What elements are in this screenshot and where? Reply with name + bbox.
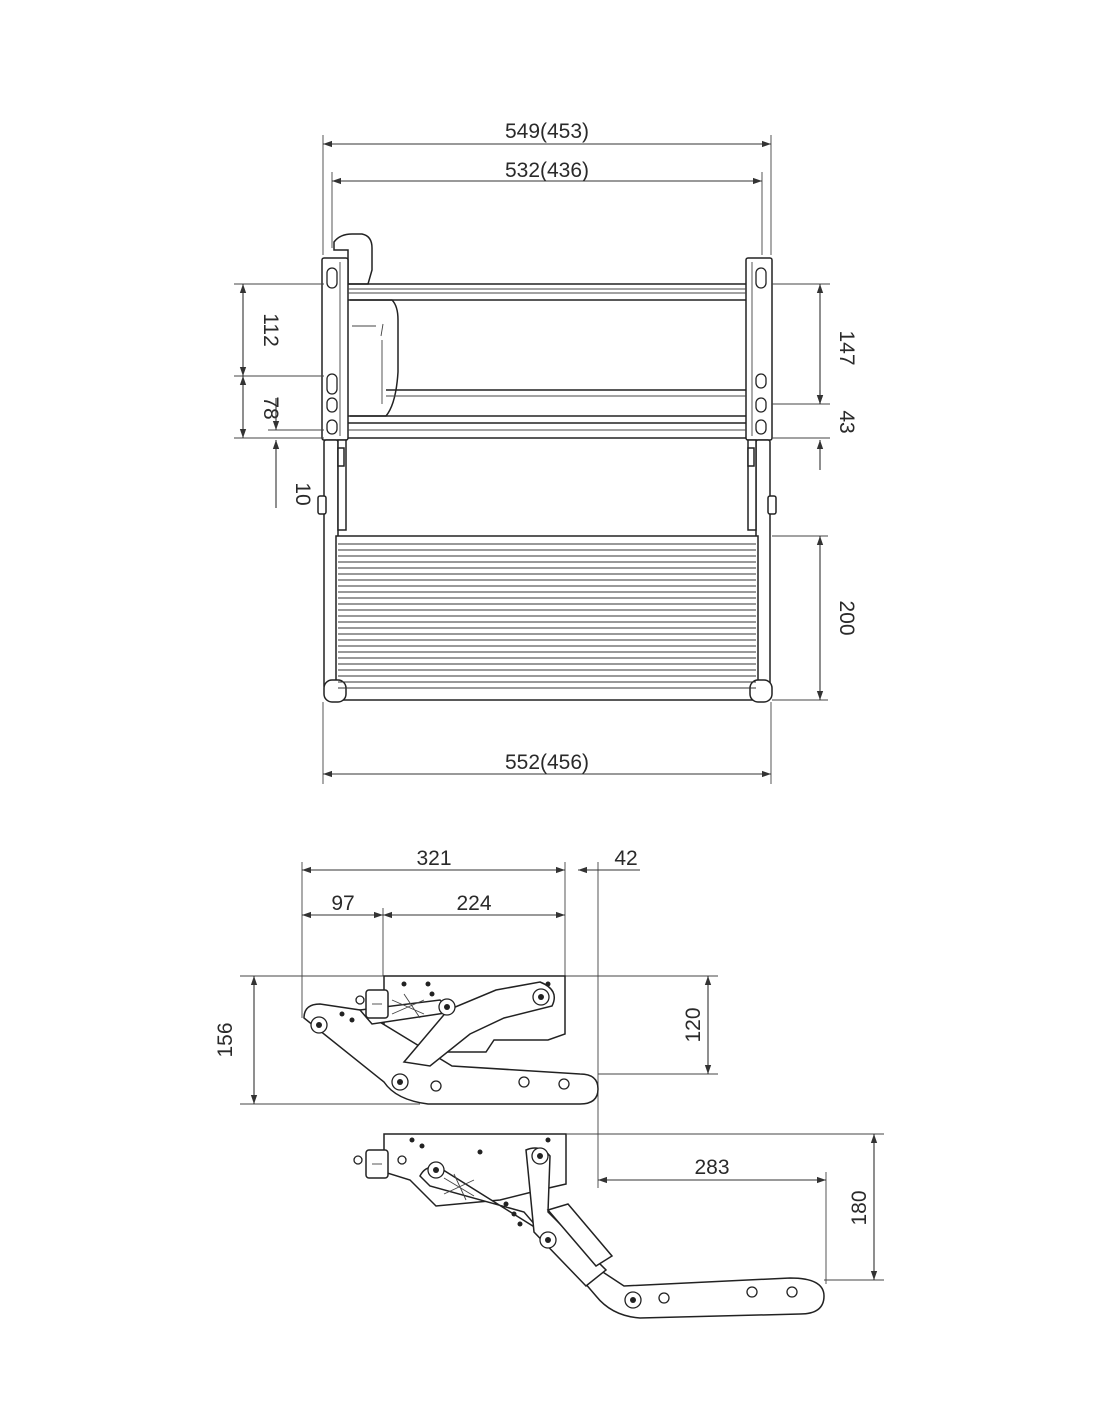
left-mounting-plate bbox=[321, 257, 349, 441]
label-tread-depth: 200 bbox=[835, 600, 858, 635]
label-left-spacing-upper: 112 bbox=[259, 313, 282, 346]
tread-step bbox=[323, 535, 773, 703]
label-offset-left: 97 bbox=[331, 892, 354, 915]
right-arm bbox=[747, 439, 777, 689]
dim-tread-depth: 200 bbox=[772, 535, 858, 701]
frame-rails bbox=[348, 283, 746, 439]
dim-retracted-length: 321 42 bbox=[301, 847, 640, 1188]
motor-housing bbox=[333, 233, 399, 417]
dim-overall-width-top: 549(453) bbox=[322, 120, 772, 255]
retracted-mechanism bbox=[303, 975, 599, 1105]
dim-split-lengths: 97 224 bbox=[302, 892, 565, 976]
label-extended-drop: 180 bbox=[848, 1190, 871, 1225]
label-retracted-height: 156 bbox=[214, 1022, 237, 1057]
dim-retracted-height: 156 bbox=[214, 975, 420, 1105]
label-left-spacing-lower: 78 bbox=[259, 396, 282, 419]
dim-extension-length: 283 bbox=[598, 1156, 827, 1284]
label-overall-width-bottom: 552(456) bbox=[505, 751, 589, 774]
dim-left-holes: 112 78 10 bbox=[234, 283, 324, 508]
label-mount-height: 120 bbox=[682, 1007, 705, 1042]
dim-right-holes: 147 43 bbox=[772, 283, 858, 470]
label-offset-right: 224 bbox=[456, 892, 491, 915]
label-overall-width-top: 549(453) bbox=[505, 120, 589, 143]
right-mounting-plate bbox=[745, 257, 773, 441]
label-right-spacing-lower: 43 bbox=[835, 410, 858, 433]
label-inner-width-top: 532(436) bbox=[505, 159, 589, 182]
label-extension-length: 283 bbox=[694, 1156, 729, 1179]
dim-extended-drop: 180 bbox=[566, 1133, 884, 1281]
dim-mount-height: 120 bbox=[565, 975, 718, 1075]
dim-inner-width-top: 532(436) bbox=[331, 159, 763, 255]
front-view: 549(453) 532(436) bbox=[234, 120, 858, 784]
label-right-spacing-upper: 147 bbox=[835, 330, 858, 365]
side-view: 321 42 97 224 156 120 bbox=[214, 847, 884, 1319]
dim-overall-width-bottom: 552(456) bbox=[322, 702, 772, 784]
tread-ribs bbox=[338, 543, 756, 689]
label-retracted-length: 321 bbox=[416, 847, 451, 870]
label-left-offset: 10 bbox=[291, 482, 314, 505]
label-overhang: 42 bbox=[614, 847, 637, 870]
extended-mechanism bbox=[353, 1133, 825, 1319]
